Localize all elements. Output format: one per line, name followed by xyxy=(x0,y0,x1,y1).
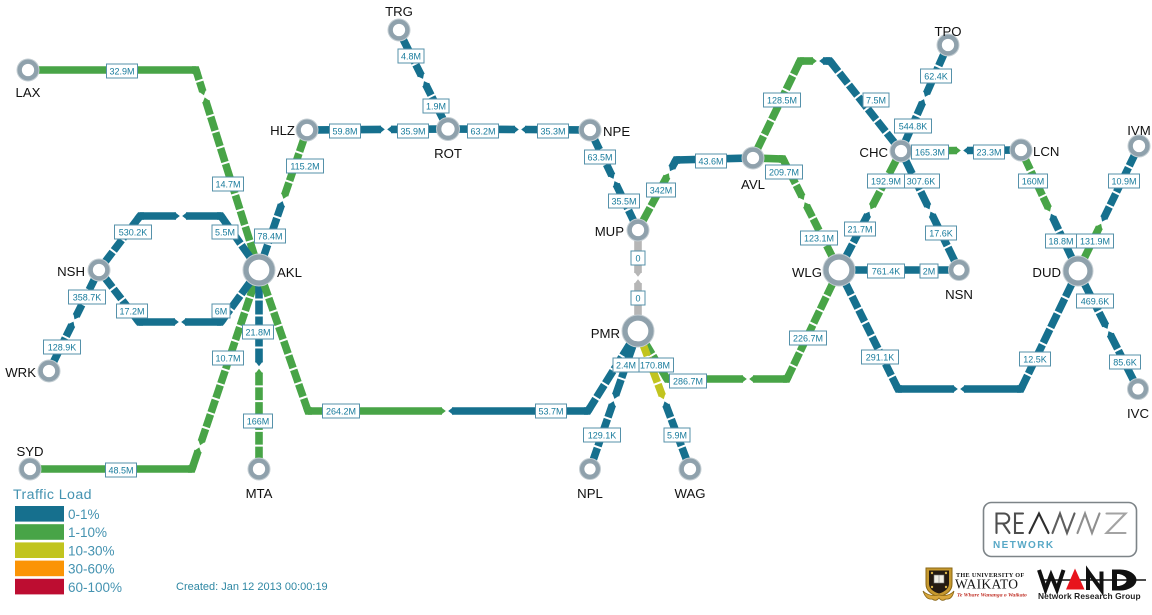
svg-text:469.6K: 469.6K xyxy=(1081,296,1110,306)
svg-text:NSN: NSN xyxy=(945,287,973,302)
svg-text:IVM: IVM xyxy=(1127,123,1150,138)
svg-text:165.3M: 165.3M xyxy=(915,147,945,157)
svg-text:291.1K: 291.1K xyxy=(866,352,895,362)
svg-text:MUP: MUP xyxy=(595,224,625,239)
svg-text:160M: 160M xyxy=(1022,176,1045,186)
svg-text:12.5K: 12.5K xyxy=(1023,354,1047,364)
svg-text:358.7K: 358.7K xyxy=(73,292,102,302)
svg-text:307.6K: 307.6K xyxy=(907,176,936,186)
svg-text:SYD: SYD xyxy=(16,444,43,459)
svg-text:60-100%: 60-100% xyxy=(68,580,122,595)
svg-text:10-30%: 10-30% xyxy=(68,543,115,558)
svg-text:DUD: DUD xyxy=(1032,265,1061,280)
svg-text:Traffic Load: Traffic Load xyxy=(13,487,92,503)
svg-text:129.1K: 129.1K xyxy=(588,430,617,440)
svg-text:Created: Jan 12 2013 00:00:19: Created: Jan 12 2013 00:00:19 xyxy=(176,581,328,593)
svg-text:209.7M: 209.7M xyxy=(769,167,799,177)
svg-text:170.8M: 170.8M xyxy=(640,360,670,370)
svg-text:5.5M: 5.5M xyxy=(215,227,235,237)
svg-text:21.7M: 21.7M xyxy=(847,224,872,234)
svg-text:MTA: MTA xyxy=(246,486,273,501)
svg-text:0: 0 xyxy=(635,293,640,303)
svg-text:128.9K: 128.9K xyxy=(48,342,77,352)
svg-text:14.7M: 14.7M xyxy=(215,179,240,189)
svg-text:2M: 2M xyxy=(923,266,936,276)
svg-text:123.1M: 123.1M xyxy=(804,233,834,243)
svg-text:LAX: LAX xyxy=(16,85,41,100)
svg-text:HLZ: HLZ xyxy=(270,123,295,138)
svg-text:NSH: NSH xyxy=(57,264,85,279)
svg-text:0-1%: 0-1% xyxy=(68,507,100,522)
svg-text:78.4M: 78.4M xyxy=(257,231,282,241)
svg-text:Network Research Group: Network Research Group xyxy=(1038,591,1141,601)
svg-text:2.4M: 2.4M xyxy=(616,360,636,370)
svg-text:Te Whare Wananga o Waikato: Te Whare Wananga o Waikato xyxy=(957,593,1027,599)
svg-text:WRK: WRK xyxy=(5,365,36,380)
svg-text:286.7M: 286.7M xyxy=(673,376,703,386)
svg-text:32.9M: 32.9M xyxy=(109,66,134,76)
svg-text:53.7M: 53.7M xyxy=(538,406,563,416)
svg-text:ROT: ROT xyxy=(434,146,462,161)
svg-text:530.2K: 530.2K xyxy=(119,227,148,237)
svg-text:166M: 166M xyxy=(247,416,270,426)
svg-text:35.9M: 35.9M xyxy=(400,126,425,136)
svg-text:192.9M: 192.9M xyxy=(871,176,901,186)
svg-text:4.8M: 4.8M xyxy=(401,51,421,61)
svg-text:AVL: AVL xyxy=(741,177,765,192)
svg-text:48.5M: 48.5M xyxy=(108,465,133,475)
svg-text:115.2M: 115.2M xyxy=(290,161,319,171)
svg-text:NPE: NPE xyxy=(603,124,630,139)
svg-text:WLG: WLG xyxy=(792,265,822,280)
svg-text:TRG: TRG xyxy=(385,4,413,19)
svg-text:226.7M: 226.7M xyxy=(793,333,823,343)
svg-text:TPO: TPO xyxy=(934,24,961,39)
svg-text:23.3M: 23.3M xyxy=(976,147,1001,157)
svg-text:1-10%: 1-10% xyxy=(68,525,107,540)
svg-text:63.2M: 63.2M xyxy=(470,126,495,136)
svg-text:18.8M: 18.8M xyxy=(1048,236,1073,246)
svg-text:128.5M: 128.5M xyxy=(767,95,797,105)
svg-text:85.6K: 85.6K xyxy=(1113,357,1137,367)
svg-text:17.2M: 17.2M xyxy=(119,306,144,316)
svg-text:62.4K: 62.4K xyxy=(924,71,948,81)
svg-text:761.4K: 761.4K xyxy=(872,266,901,276)
svg-text:NETWORK: NETWORK xyxy=(993,540,1054,551)
svg-text:NPL: NPL xyxy=(577,486,603,501)
svg-text:131.9M: 131.9M xyxy=(1080,236,1110,246)
svg-text:0: 0 xyxy=(635,253,640,263)
svg-text:WAG: WAG xyxy=(674,486,705,501)
svg-text:CHC: CHC xyxy=(859,145,888,160)
svg-text:6M: 6M xyxy=(215,306,228,316)
svg-text:43.6M: 43.6M xyxy=(698,156,723,166)
svg-text:544.8K: 544.8K xyxy=(899,121,928,131)
svg-text:AKL: AKL xyxy=(277,265,302,280)
svg-text:IVC: IVC xyxy=(1127,406,1149,421)
svg-text:7.5M: 7.5M xyxy=(866,95,886,105)
svg-text:342M: 342M xyxy=(650,185,673,195)
svg-text:63.5M: 63.5M xyxy=(587,152,612,162)
svg-text:264.2M: 264.2M xyxy=(326,406,356,416)
svg-text:17.6K: 17.6K xyxy=(929,228,953,238)
svg-text:5.9M: 5.9M xyxy=(667,430,687,440)
svg-text:35.5M: 35.5M xyxy=(611,196,636,206)
svg-text:LCN: LCN xyxy=(1033,144,1059,159)
svg-text:PMR: PMR xyxy=(591,326,620,341)
svg-text:1.9M: 1.9M xyxy=(426,101,446,111)
svg-text:10.9M: 10.9M xyxy=(1111,176,1136,186)
svg-text:THE UNIVERSITY OF: THE UNIVERSITY OF xyxy=(956,572,1024,579)
svg-text:10.7M: 10.7M xyxy=(215,353,240,363)
svg-text:30-60%: 30-60% xyxy=(68,562,115,577)
svg-text:WAIKATO: WAIKATO xyxy=(955,577,1018,592)
svg-text:21.8M: 21.8M xyxy=(245,327,270,337)
svg-text:35.3M: 35.3M xyxy=(540,126,565,136)
svg-text:59.8M: 59.8M xyxy=(332,126,357,136)
